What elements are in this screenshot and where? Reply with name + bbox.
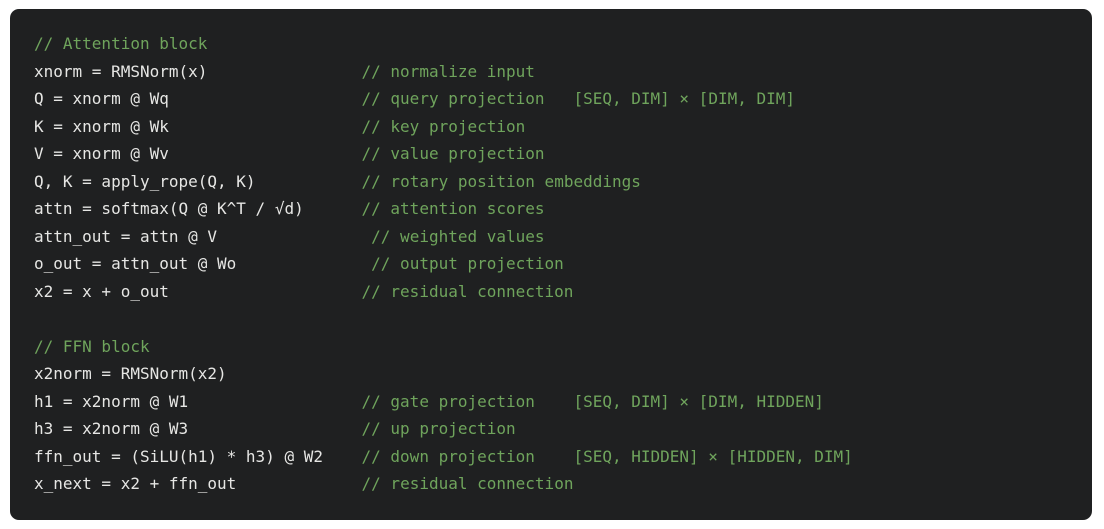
shape-annotation: [SEQ, DIM] × [DIM, HIDDEN]	[573, 391, 824, 411]
code-text: x_next = x2 + ffn_out	[34, 474, 237, 493]
code-block: // Attention block xnorm = RMSNorm(x) // …	[34, 30, 1092, 498]
comment-text: // output projection	[371, 254, 564, 273]
code-text: x2 = x + o_out	[34, 281, 169, 301]
code-line: x_next = x2 + ffn_out // residual connec…	[34, 470, 1092, 498]
comment-text: // residual connection	[361, 474, 574, 493]
code-line: V = xnorm @ Wv // value projection	[34, 140, 1092, 168]
code-line: K = xnorm @ Wk // key projection	[34, 113, 1092, 141]
code-line: attn = softmax(Q @ K^T / √d) // attentio…	[34, 195, 1092, 223]
comment-text: // gate projection	[361, 391, 535, 411]
code-line: Q, K = apply_rope(Q, K) // rotary positi…	[34, 168, 1092, 196]
comment-text: // key projection	[361, 116, 526, 136]
code-line: attn_out = attn @ V // weighted values	[34, 223, 1092, 251]
code-text: attn_out = attn @ V	[34, 226, 218, 246]
comment-text: // Attention block	[34, 34, 208, 53]
code-text: h3 = x2norm @ W3	[34, 419, 189, 438]
comment-text: // attention scores	[361, 199, 545, 218]
code-line	[34, 305, 1092, 333]
comment-text: // normalize input	[361, 61, 535, 81]
comment-text: // value projection	[361, 144, 545, 163]
code-text: x2norm = RMSNorm(x2)	[34, 364, 227, 383]
code-line: // FFN block	[34, 333, 1092, 361]
code-line: h1 = x2norm @ W1 // gate projection [SEQ…	[34, 388, 1092, 416]
code-line: ffn_out = (SiLU(h1) * h3) @ W2 // down p…	[34, 443, 1092, 471]
comment-text: // weighted values	[371, 226, 545, 246]
code-line: x2 = x + o_out // residual connection	[34, 278, 1092, 306]
code-line: h3 = x2norm @ W3 // up projection	[34, 415, 1092, 443]
code-text: h1 = x2norm @ W1	[34, 391, 189, 411]
code-card: // Attention block xnorm = RMSNorm(x) // …	[10, 9, 1092, 520]
code-line: // Attention block	[34, 30, 1092, 58]
code-line: Q = xnorm @ Wq // query projection [SEQ,…	[34, 85, 1092, 113]
code-text: xnorm = RMSNorm(x)	[34, 61, 208, 81]
comment-text: // query projection	[361, 89, 545, 108]
comment-text: // down projection	[361, 446, 535, 466]
code-text: Q = xnorm @ Wq	[34, 89, 169, 108]
code-text: o_out = attn_out @ Wo	[34, 254, 237, 273]
shape-annotation: [SEQ, DIM] × [DIM, DIM]	[573, 89, 796, 108]
shape-annotation: [SEQ, HIDDEN] × [HIDDEN, DIM]	[573, 446, 853, 466]
comment-text: // rotary position embeddings	[361, 171, 641, 191]
comment-text: // up projection	[361, 419, 516, 438]
code-text: V = xnorm @ Wv	[34, 144, 169, 163]
code-text: K = xnorm @ Wk	[34, 116, 169, 136]
code-line: xnorm = RMSNorm(x) // normalize input	[34, 58, 1092, 86]
comment-text: // residual connection	[361, 281, 574, 301]
comment-text: // FFN block	[34, 336, 150, 356]
code-text: ffn_out = (SiLU(h1) * h3) @ W2	[34, 446, 323, 466]
code-line: o_out = attn_out @ Wo // output projecti…	[34, 250, 1092, 278]
code-line: x2norm = RMSNorm(x2)	[34, 360, 1092, 388]
code-text: attn = softmax(Q @ K^T / √d)	[34, 199, 304, 218]
code-text: Q, K = apply_rope(Q, K)	[34, 171, 256, 191]
